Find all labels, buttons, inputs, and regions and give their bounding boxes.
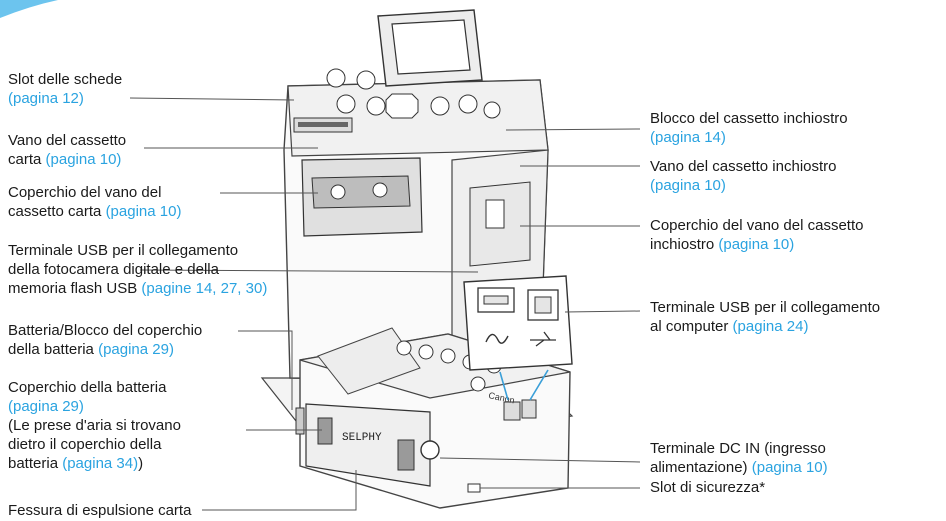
label-battery-cover-text: Coperchio della batteria bbox=[8, 379, 167, 396]
link-battery-cover-page[interactable]: (pagina 29) bbox=[8, 398, 84, 415]
label-usb-computer: Terminale USB per il collegamento al com… bbox=[650, 298, 942, 336]
link-vent-note-page[interactable]: (pagina 34) bbox=[62, 455, 139, 472]
label-ink-bay: Vano del cassetto inchiostro (pagina 10) bbox=[650, 157, 940, 195]
label-security-slot-text: Slot di sicurezza* bbox=[650, 479, 766, 496]
link-usb-computer-page[interactable]: (pagina 24) bbox=[732, 318, 809, 335]
label-usb-camera-text: Terminale USB per il collegamento della … bbox=[8, 242, 239, 297]
link-dc-in-page[interactable]: (pagina 10) bbox=[751, 459, 828, 476]
link-ink-bay-page[interactable]: (pagina 10) bbox=[650, 177, 726, 194]
label-ink-bay-text: Vano del cassetto inchiostro bbox=[650, 158, 837, 175]
link-card-slot-page[interactable]: (pagina 12) bbox=[8, 90, 84, 107]
pictbridge-icon bbox=[485, 333, 509, 344]
label-ink-lock: Blocco del cassetto inchiostro (pagina 1… bbox=[650, 109, 940, 147]
rear-model-text: SELPHY bbox=[342, 432, 382, 444]
label-battery-lock: Batteria/Blocco del coperchio della batt… bbox=[8, 321, 258, 359]
label-paper-bay: Vano del cassetto carta (pagina 10) bbox=[8, 131, 208, 169]
label-battery-cover: Coperchio della batteria (pagina 29) bbox=[8, 378, 258, 416]
corner-swoosh bbox=[0, 0, 58, 18]
label-ink-cover: Coperchio del vano del cassetto inchiost… bbox=[650, 216, 940, 254]
dpad bbox=[385, 93, 419, 119]
link-paper-cover-page[interactable]: (pagina 10) bbox=[105, 203, 182, 220]
leader-lines bbox=[129, 97, 641, 511]
link-ink-cover-page[interactable]: (pagina 10) bbox=[718, 236, 795, 253]
label-paper-bay-text: Vano del cassetto carta bbox=[8, 132, 127, 168]
usb-symbol-icon bbox=[530, 331, 556, 347]
label-paper-exit: Fessura di espulsione carta bbox=[8, 501, 258, 520]
label-paper-exit-text: Fessura di espulsione carta bbox=[8, 502, 192, 519]
label-vent-note: (Le prese d'aria si trovano dietro il co… bbox=[8, 416, 248, 473]
lcd-screen bbox=[391, 19, 471, 75]
security-slot-hole bbox=[467, 483, 481, 493]
dc-in-port bbox=[420, 440, 440, 460]
label-usb-camera: Terminale USB per il collegamento della … bbox=[8, 241, 348, 298]
label-ink-lock-text: Blocco del cassetto inchiostro bbox=[650, 110, 848, 127]
label-dc-in-text: Terminale DC IN (ingresso alimentazione) bbox=[650, 440, 826, 476]
usb-zoom-callout bbox=[463, 275, 573, 401]
label-security-slot: Slot di sicurezza* bbox=[650, 478, 940, 497]
link-ink-lock-page[interactable]: (pagina 14) bbox=[650, 129, 726, 146]
label-card-slot: Slot delle schede (pagina 12) bbox=[8, 70, 258, 108]
label-ink-cover-text: Coperchio del vano del cassetto inchiost… bbox=[650, 217, 864, 253]
link-battery-lock-page[interactable]: (pagina 29) bbox=[98, 341, 174, 358]
label-battery-lock-text: Batteria/Blocco del coperchio della batt… bbox=[8, 322, 203, 358]
label-paper-cover: Coperchio del vano del cassetto carta (p… bbox=[8, 183, 238, 221]
label-usb-computer-text: Terminale USB per il collegamento al com… bbox=[650, 299, 881, 335]
battery-lock-knob bbox=[295, 407, 305, 435]
label-vent-note-close: ) bbox=[138, 455, 144, 472]
label-paper-cover-text: Coperchio del vano del cassetto carta bbox=[8, 184, 162, 220]
link-paper-bay-page[interactable]: (pagina 10) bbox=[45, 151, 122, 168]
label-dc-in: Terminale DC IN (ingresso alimentazione)… bbox=[650, 439, 940, 477]
label-card-slot-text: Slot delle schede bbox=[8, 71, 123, 88]
link-usb-camera-pages[interactable]: (pagine 14, 27, 30) bbox=[141, 280, 268, 297]
printer-rear-view: SELPHY Canon bbox=[295, 327, 571, 509]
label-vent-note-text: (Le prese d'aria si trovano dietro il co… bbox=[8, 417, 181, 472]
